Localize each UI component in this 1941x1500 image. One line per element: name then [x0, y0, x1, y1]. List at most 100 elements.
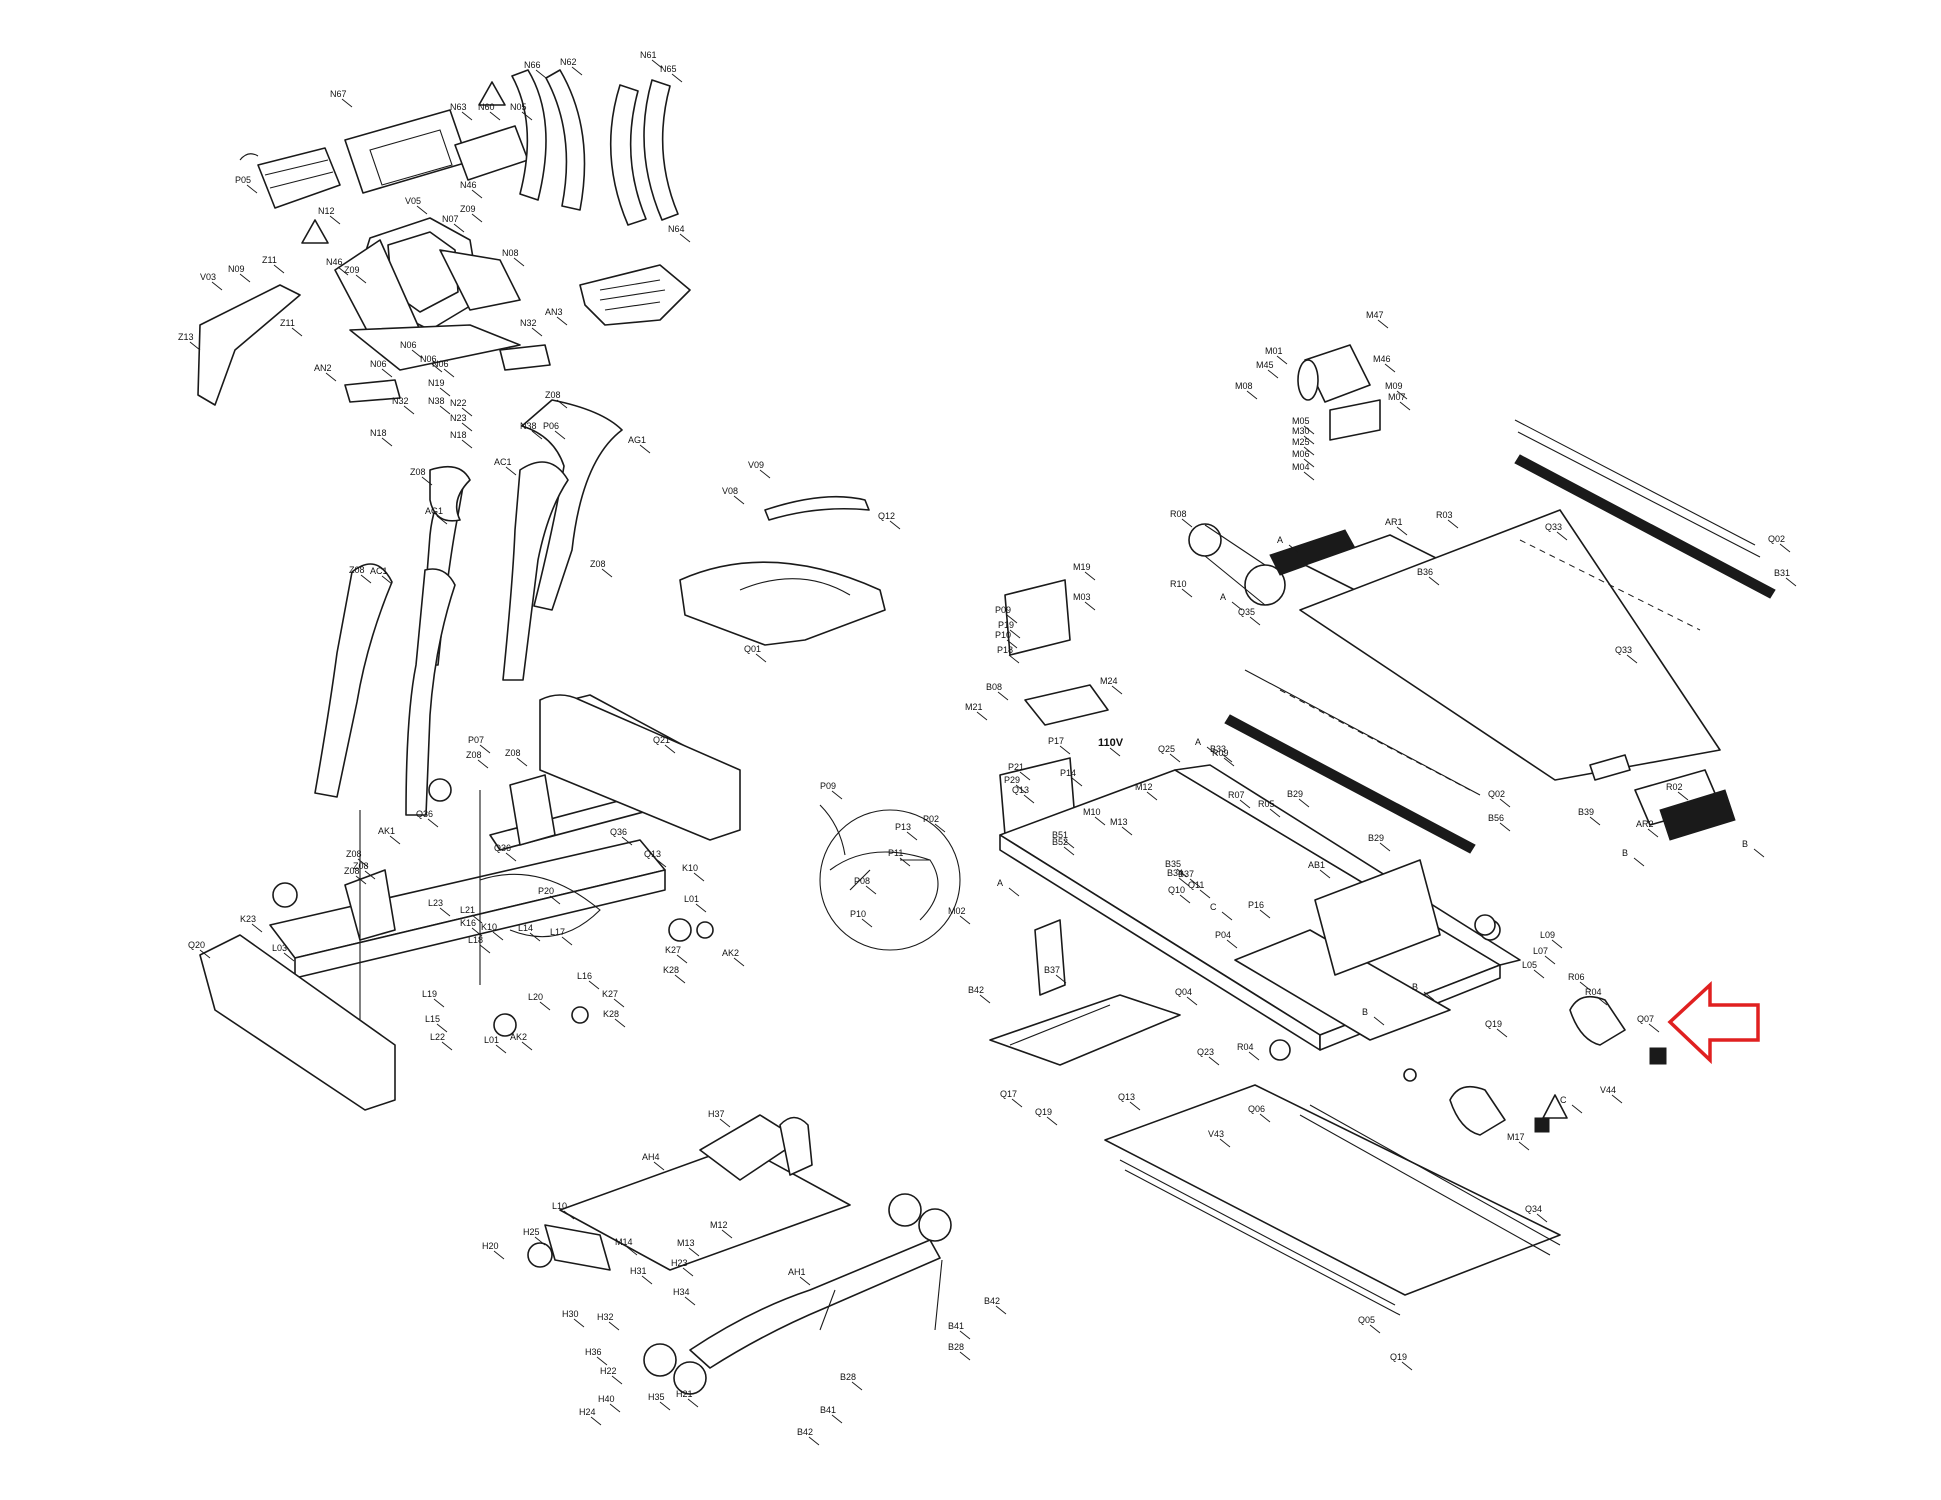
leader-line	[1239, 799, 1251, 809]
leader-line	[1303, 471, 1315, 481]
leader-line	[1303, 425, 1315, 435]
part-callout-r02: R02	[1666, 782, 1683, 792]
part-callout-q17: Q17	[1000, 1089, 1017, 1099]
part-callout-h31: H31	[630, 1266, 647, 1276]
part-callout-h35: H35	[648, 1392, 665, 1402]
part-callout-z08: Z08	[545, 390, 561, 400]
leader-line	[1648, 1023, 1660, 1033]
part-callout-l10: L10	[552, 1201, 567, 1211]
part-callout-q01: Q01	[744, 644, 761, 654]
leader-line	[976, 711, 988, 721]
leader-line	[861, 918, 873, 928]
part-callout-q25: Q25	[1158, 744, 1175, 754]
part-callout-b: B	[1362, 1007, 1368, 1017]
leader-line	[534, 1236, 546, 1246]
leader-line	[1059, 745, 1071, 755]
leader-line	[1008, 887, 1020, 897]
leader-line	[1023, 794, 1035, 804]
part-callout-ac1: AC1	[494, 457, 512, 467]
leader-line	[505, 466, 517, 476]
leader-line	[381, 368, 393, 378]
leader-line	[477, 759, 489, 769]
part-callout-l03: L03	[272, 943, 287, 953]
leader-line	[431, 363, 443, 373]
part-callout-n46: N46	[460, 180, 477, 190]
leader-line	[1267, 369, 1279, 379]
part-callout-n38: N38	[520, 421, 537, 431]
part-callout-m05: M05	[1292, 416, 1310, 426]
leader-line	[1094, 816, 1106, 826]
part-callout-z09: Z09	[460, 204, 476, 214]
leader-line	[535, 69, 547, 79]
leader-line	[411, 349, 423, 359]
part-callout-k23: K23	[240, 914, 256, 924]
part-callout-m25: M25	[1292, 437, 1310, 447]
part-callout-m45: M45	[1256, 360, 1274, 370]
part-callout-l17: L17	[550, 927, 565, 937]
part-callout-n18: N18	[370, 428, 387, 438]
part-callout-p10: P10	[850, 909, 866, 919]
leader-line	[1753, 848, 1765, 858]
leader-line	[851, 1381, 863, 1391]
part-callout-q02: Q02	[1768, 534, 1785, 544]
part-callout-n66: N66	[524, 60, 541, 70]
part-callout-q35: Q35	[1238, 607, 1255, 617]
leader-line	[674, 974, 686, 984]
part-callout-q13: Q13	[1012, 785, 1029, 795]
part-callout-b34: B34	[1167, 868, 1183, 878]
leader-line	[421, 476, 433, 486]
part-callout-r05: R05	[1258, 799, 1275, 809]
part-callout-h24: H24	[579, 1407, 596, 1417]
part-callout-b42: B42	[984, 1296, 1000, 1306]
leader-line	[1259, 1113, 1271, 1123]
leader-line	[291, 327, 303, 337]
running-deck-boards	[1224, 419, 1776, 854]
part-callout-b08: B08	[986, 682, 1002, 692]
part-callout-ar1: AR1	[1385, 517, 1403, 527]
part-callout-n63: N63	[450, 102, 467, 112]
part-callout-h21: H21	[676, 1389, 693, 1399]
upright-handlebar-assembly	[314, 399, 623, 816]
part-callout-q19: Q19	[1035, 1107, 1052, 1117]
leader-line	[539, 1001, 551, 1011]
part-callout-q33: Q33	[1615, 645, 1632, 655]
part-callout-m01: M01	[1265, 346, 1283, 356]
part-callout-q36: Q36	[494, 843, 511, 853]
leader-line	[1231, 601, 1243, 611]
leader-line	[1626, 654, 1638, 664]
leader-line	[687, 1398, 699, 1408]
leader-line	[211, 281, 223, 291]
leader-line	[521, 111, 533, 121]
drive-motor-assembly	[1188, 344, 1441, 606]
leader-line	[461, 439, 473, 449]
part-callout-ak2: AK2	[722, 948, 739, 958]
part-callout-m13: M13	[1110, 817, 1128, 827]
leader-line	[1551, 939, 1563, 949]
motor-hood	[679, 495, 886, 646]
part-callout-h37: H37	[708, 1109, 725, 1119]
leader-line	[997, 691, 1009, 701]
part-callout-l09: L09	[1540, 930, 1555, 940]
part-callout-m02: M02	[948, 906, 966, 916]
part-callout-q36: Q36	[416, 809, 433, 819]
part-callout-c: C	[1210, 902, 1217, 912]
leader-line	[1536, 1213, 1548, 1223]
part-callout-h34: H34	[673, 1287, 690, 1297]
part-callout-p05: P05	[235, 175, 251, 185]
part-callout-m07: M07	[1388, 392, 1406, 402]
part-callout-110v: 110V	[1098, 737, 1124, 749]
part-callout-q23: Q23	[1197, 1047, 1214, 1057]
leader-line	[1377, 319, 1389, 329]
leader-line	[513, 257, 525, 267]
part-callout-z11: Z11	[280, 318, 295, 328]
leader-line	[492, 931, 504, 941]
part-callout-h23: H23	[671, 1258, 688, 1268]
leader-line	[531, 327, 543, 337]
leader-line	[995, 1305, 1007, 1315]
part-callout-n22: N22	[450, 398, 467, 408]
leader-line	[1248, 1051, 1260, 1061]
leader-line	[799, 1276, 811, 1286]
leader-line	[671, 73, 683, 83]
leader-line	[1179, 894, 1191, 904]
